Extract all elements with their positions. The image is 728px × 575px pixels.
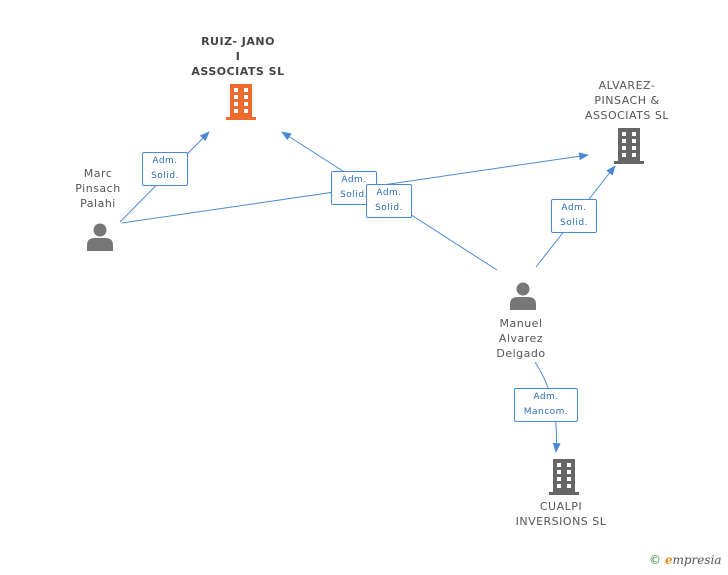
company-name: ALVAREZ-PINSACH &ASSOCIATS SL <box>584 79 670 122</box>
relation-label-manuel-cualpi[interactable]: Adm.Mancom. <box>514 388 578 422</box>
person-icon[interactable] <box>508 281 538 311</box>
brand-footer: © empresia <box>649 553 722 567</box>
relation-label-manuel-alvarez[interactable]: Adm.Solid. <box>551 199 597 233</box>
relation-label-marc-ruiz[interactable]: Adm.Solid. <box>142 152 188 186</box>
empresia-logo[interactable]: empresia <box>664 553 722 567</box>
building-icon[interactable] <box>612 128 646 164</box>
building-icon[interactable] <box>224 84 258 120</box>
copyright-icon: © <box>649 553 661 567</box>
person-icon[interactable] <box>85 222 115 252</box>
relation-label-marc-alvarez[interactable]: Adm.Solid. <box>366 184 412 218</box>
company-node-alvarez-pinsach[interactable]: ALVAREZ-PINSACH &ASSOCIATS SL <box>566 78 688 123</box>
building-icon[interactable] <box>547 459 581 495</box>
